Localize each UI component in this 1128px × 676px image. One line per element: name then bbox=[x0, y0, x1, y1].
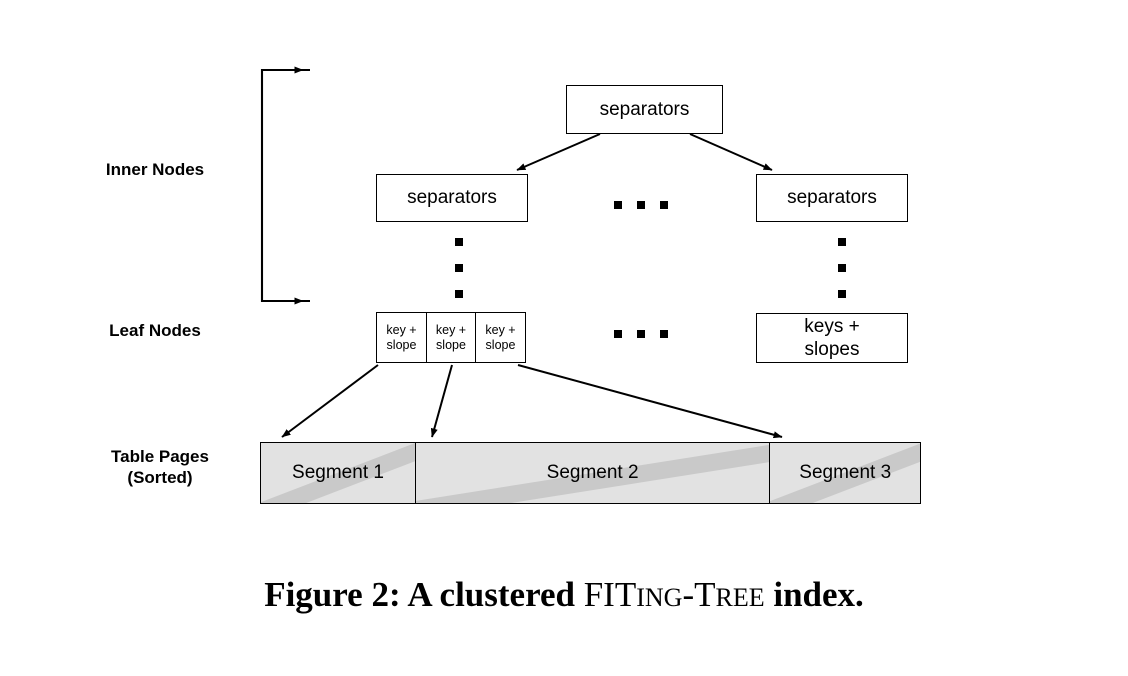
ellipsis-dot bbox=[614, 201, 622, 209]
segment-label: Segment 2 bbox=[546, 462, 639, 483]
edge-leaf2-to-segment2 bbox=[430, 364, 453, 438]
edge-leaf1-to-segment1 bbox=[281, 364, 379, 438]
table-segment[interactable]: Segment 2 bbox=[414, 442, 771, 504]
ellipsis-dot bbox=[614, 330, 622, 338]
ellipsis-dot bbox=[838, 264, 846, 272]
inner-nodes-horizontal-ellipsis bbox=[614, 201, 668, 209]
left-subtree-vertical-ellipsis bbox=[455, 238, 463, 298]
table-segment[interactable]: Segment 1 bbox=[260, 442, 416, 504]
leaf-nodes-horizontal-ellipsis bbox=[614, 330, 668, 338]
caption-name-dash-t: -T bbox=[682, 575, 716, 614]
edge-leaf3-to-segment3 bbox=[517, 364, 783, 439]
table-pages-strip: Segment 1 Segment 2 Segment 3 bbox=[260, 442, 922, 504]
leaf-cell-key-slope[interactable]: key + slope bbox=[376, 312, 427, 363]
caption-name-fit: FIT bbox=[583, 575, 637, 614]
ellipsis-dot bbox=[838, 290, 846, 298]
edge-root-to-left-inner bbox=[516, 133, 601, 171]
ellipsis-dot bbox=[637, 330, 645, 338]
caption-system-name: FITING-TREE bbox=[584, 575, 765, 614]
ellipsis-dot bbox=[637, 201, 645, 209]
caption-name-ree: REE bbox=[715, 583, 765, 612]
ellipsis-dot bbox=[660, 330, 668, 338]
caption-prefix: Figure 2: A clustered bbox=[264, 575, 584, 614]
inner-node-level2-right[interactable]: separators bbox=[756, 174, 908, 222]
ellipsis-dot bbox=[455, 238, 463, 246]
inner-node-level2-left[interactable]: separators bbox=[376, 174, 528, 222]
edge-root-to-right-inner bbox=[689, 133, 773, 171]
segment-label: Segment 1 bbox=[292, 462, 384, 483]
row-label-inner-nodes: Inner Nodes bbox=[105, 160, 205, 179]
row-label-table-pages: Table Pages (Sorted) bbox=[111, 447, 209, 487]
leaf-node-left: key + slope key + slope key + slope bbox=[376, 312, 526, 363]
ellipsis-dot bbox=[455, 290, 463, 298]
ellipsis-dot bbox=[455, 264, 463, 272]
segment-label: Segment 3 bbox=[799, 462, 892, 483]
ellipsis-dot bbox=[838, 238, 846, 246]
figure-caption: Figure 2: A clustered FITING-TREE index. bbox=[0, 575, 1128, 615]
inner-node-root[interactable]: separators bbox=[566, 85, 723, 134]
leaf-cell-key-slope[interactable]: key + slope bbox=[475, 312, 526, 363]
row-label-leaf-nodes: Leaf Nodes bbox=[109, 321, 201, 340]
ellipsis-dot bbox=[660, 201, 668, 209]
inner-nodes-bracket bbox=[260, 66, 310, 305]
caption-suffix: index. bbox=[764, 575, 864, 614]
table-segment[interactable]: Segment 3 bbox=[769, 442, 922, 504]
leaf-cell-key-slope[interactable]: key + slope bbox=[425, 312, 477, 363]
leaf-node-right[interactable]: keys + slopes bbox=[756, 313, 908, 363]
caption-name-ing: ING bbox=[636, 583, 683, 612]
right-subtree-vertical-ellipsis bbox=[838, 238, 846, 298]
